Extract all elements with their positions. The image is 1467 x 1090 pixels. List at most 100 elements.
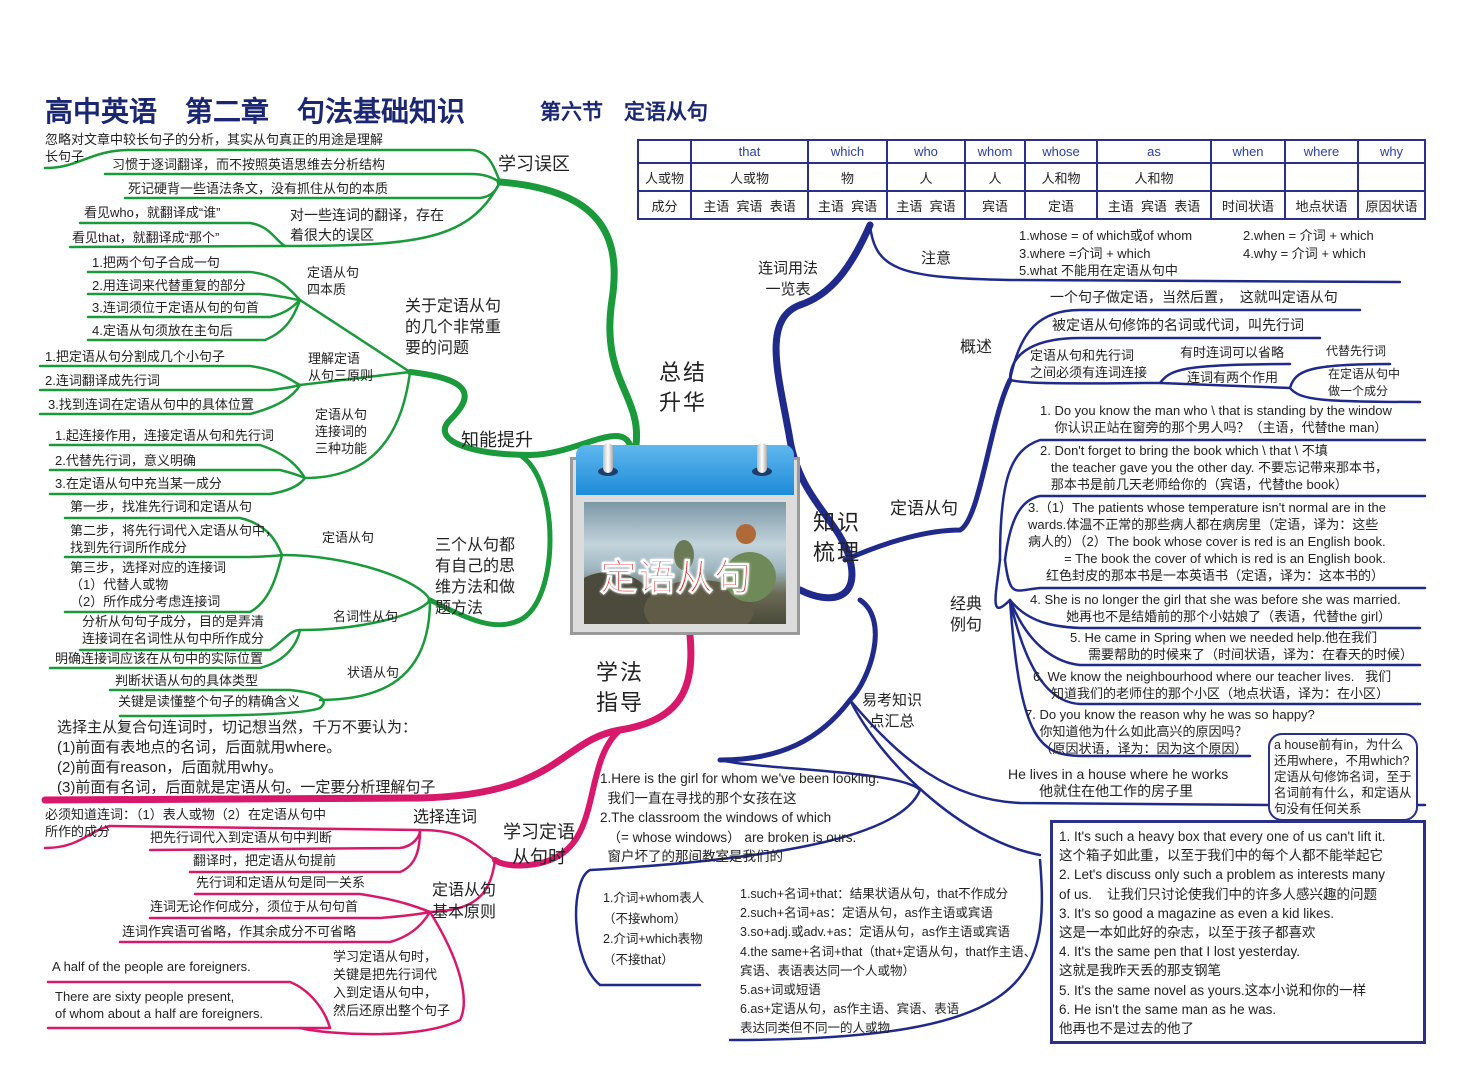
note-item: 1.whose = of which或of whom bbox=[1019, 228, 1193, 243]
mistake-item: 习惯于逐词翻译，而不按照英语思维去分析结构 bbox=[112, 157, 386, 172]
node-principles: 理解定语 从句三原则 bbox=[308, 351, 374, 383]
branch-method: 学法 指导 bbox=[596, 660, 645, 715]
node-essence: 定语从句 四本质 bbox=[307, 265, 360, 297]
overview-item: 一个句子做定语，当然后置， 这就叫定语从句 bbox=[1050, 289, 1338, 305]
table-cell: 人或物 bbox=[637, 162, 692, 192]
node-examples: 经典 例句 bbox=[950, 596, 983, 634]
adverbial-item: 判断状语从句的具体类型 bbox=[115, 673, 259, 688]
note-item: 4.why = 介词 + which bbox=[1243, 246, 1366, 261]
principle-item: 连词无论作何成分，须位于从句句首 bbox=[150, 899, 359, 914]
center-title: 定语从句 bbox=[600, 557, 752, 599]
example-item: 2. Don't forget to bring the book which … bbox=[1040, 443, 1389, 492]
table-row: 成分 主语 宾语 表语 主语 宾语 主语 宾语 宾语 定语 主语 宾语 表语 时… bbox=[637, 190, 1426, 220]
essence-item: 3.连词须位于定语从句的句首 bbox=[92, 300, 259, 315]
table-cell: 人和物 bbox=[1024, 162, 1098, 192]
table-row: 人或物 人或物 物 人 人 人和物 人和物 bbox=[637, 162, 1426, 192]
stones-photo bbox=[584, 502, 786, 624]
binder-ring-icon bbox=[757, 443, 767, 473]
pink-branches bbox=[41, 631, 695, 1036]
preposition-examples: 1.Here is the girl for whom we've been l… bbox=[600, 771, 880, 864]
principle-item: 1.把定语从句分割成几个小句子 bbox=[45, 349, 225, 364]
conjunction-warning: 选择主从复合句连词时，切记想当然，千万不要认为： (1)前面有表地点的名词，后面… bbox=[57, 719, 436, 796]
essence-item: 4.定语从句须放在主句后 bbox=[92, 323, 233, 338]
house-note-bubble: a house前有in，为什么 还用where，不用which? 定语从句修饰名… bbox=[1268, 733, 1418, 821]
node-translation-mistake: 对一些连词的翻译，存在 着很大的误区 bbox=[290, 207, 444, 243]
essence-item: 2.用连词来代替重复的部分 bbox=[92, 278, 246, 293]
principle-item: 2.连词翻译成先行词 bbox=[45, 373, 160, 388]
center-node: 定语从句 bbox=[570, 443, 800, 635]
node-exam-points: 易考知识 点汇总 bbox=[862, 692, 923, 730]
preposition-rules: 1.介词+whom表人 （不接whom） 2.介词+which表物 （不接tha… bbox=[603, 891, 705, 967]
table-header: when bbox=[1210, 139, 1286, 164]
table-cell: 人和物 bbox=[1096, 162, 1212, 192]
node-methods: 三个从句都 有自己的思 维方法和做 题方法 bbox=[435, 537, 516, 617]
example-item: 6. We know the neighbourhood where our t… bbox=[1033, 669, 1392, 701]
branch-summary: 总结 升华 bbox=[659, 360, 708, 415]
table-header: which bbox=[807, 139, 888, 164]
table-cell: 定语 bbox=[1024, 190, 1098, 220]
table-cell: 人 bbox=[964, 162, 1026, 192]
node-notes: 注意 bbox=[921, 250, 952, 267]
node-ability: 知能提升 bbox=[461, 430, 533, 450]
mistake-item: 看见that，就翻译成“那个” bbox=[72, 230, 220, 245]
table-cell: 原因状语 bbox=[1357, 190, 1426, 220]
green-branches bbox=[38, 148, 641, 718]
calendar-icon bbox=[576, 443, 794, 495]
stone-shape bbox=[674, 540, 694, 570]
table-cell: 主语 宾语 bbox=[807, 190, 888, 220]
key-example: A half of the people are foreigners. bbox=[52, 959, 251, 974]
example-item: 7. Do you know the reason why he was so … bbox=[1025, 707, 1315, 756]
node-attributive-clause: 定语从句 bbox=[890, 499, 958, 518]
mistake-item: 看见who，就翻译成“谁” bbox=[84, 205, 221, 220]
table-header: that bbox=[690, 139, 809, 164]
table-cell: 地点状语 bbox=[1284, 190, 1359, 220]
method-step: 第一步，找准先行词和定语从句 bbox=[70, 499, 253, 514]
node-important-questions: 关于定语从句 的几个非常重 要的问题 bbox=[405, 298, 502, 357]
choose-item: 必须知道连词：（1）表人或物（2）在定语从句中 所作的成分 bbox=[45, 807, 326, 839]
example-item: 5. He came in Spring when we needed help… bbox=[1070, 630, 1414, 662]
principle-item: 3.找到连词在定语从句中的具体位置 bbox=[48, 397, 254, 412]
nominal-item: 明确连接词应该在从句中的实际位置 bbox=[55, 651, 264, 666]
node-learning: 学习定语 从句时 bbox=[503, 822, 575, 867]
such-as-examples: 1. It's such a heavy box that every one … bbox=[1059, 829, 1386, 1037]
navy-branches bbox=[574, 221, 1427, 1042]
overview-link: 定语从句和先行词 之间必须有连词连接 bbox=[1030, 348, 1148, 380]
node-adverbial: 状语从句 bbox=[347, 665, 400, 680]
node-basic-principles: 定语从句 基本原则 bbox=[432, 882, 497, 921]
table-cell: 宾语 bbox=[964, 190, 1026, 220]
house-example: He lives in a house where he works 他就住在他… bbox=[1008, 766, 1229, 799]
note-item: 3.where =介词 + which bbox=[1019, 246, 1151, 261]
table-header: whose bbox=[1024, 139, 1098, 164]
page-title: 高中英语 第二章 句法基础知识 bbox=[45, 96, 466, 127]
table-header: as bbox=[1096, 139, 1212, 164]
example-item: 3.（1）The patients whose temperature isn'… bbox=[1028, 500, 1386, 583]
node-overview: 概述 bbox=[960, 339, 993, 356]
function-item: 1.起连接作用，连接定语从句和先行词 bbox=[55, 428, 274, 443]
node-nominal: 名词性从句 bbox=[333, 609, 399, 624]
mistake-item: 忽略对文章中较长句子的分析，其实从句真正的用途是理解 长句子 bbox=[45, 132, 384, 164]
such-as-rules: 1.such+名词+that：结果状语从句，that不作成分 2.such+名词… bbox=[740, 887, 1037, 1036]
binder-ring-icon bbox=[603, 443, 613, 473]
function-item: 2.代替先行词，意义明确 bbox=[55, 453, 196, 468]
table-cell: 人或物 bbox=[690, 162, 809, 192]
adverbial-item: 关键是读懂整个句子的精确含义 bbox=[118, 694, 301, 709]
principle-item: 先行词和定语从句是同一关系 bbox=[196, 875, 366, 890]
conjunction-table: that which who whom whose as when where … bbox=[637, 139, 1426, 220]
example-item: 1. Do you know the man who \ that is sta… bbox=[1040, 403, 1392, 435]
table-cell bbox=[1357, 162, 1426, 192]
role-item: 在定语从句中 做一个成分 bbox=[1328, 367, 1401, 398]
branch-knowledge: 知识 梳理 bbox=[813, 510, 862, 565]
note-item: 5.what 不能用在定语从句中 bbox=[1019, 263, 1178, 278]
node-functions: 定语从句 连接词的 三种功能 bbox=[315, 407, 368, 456]
table-header: who bbox=[886, 139, 966, 164]
nominal-item: 分析从句句子成分，目的是弄清 连接词在名词性从句中所作成分 bbox=[82, 614, 265, 646]
node-attributive-method: 定语从句 bbox=[322, 530, 375, 545]
note-item: 2.when = 介词 + which bbox=[1243, 228, 1374, 243]
table-cell: 成分 bbox=[637, 190, 692, 220]
node-mistakes: 学习误区 bbox=[498, 154, 570, 174]
stone-shape bbox=[736, 524, 756, 544]
principle-item: 翻译时，把定语从句提前 bbox=[193, 853, 337, 868]
method-step: 第二步，将先行词代入定语从句中， 找到先行词所作成分 bbox=[70, 523, 279, 555]
